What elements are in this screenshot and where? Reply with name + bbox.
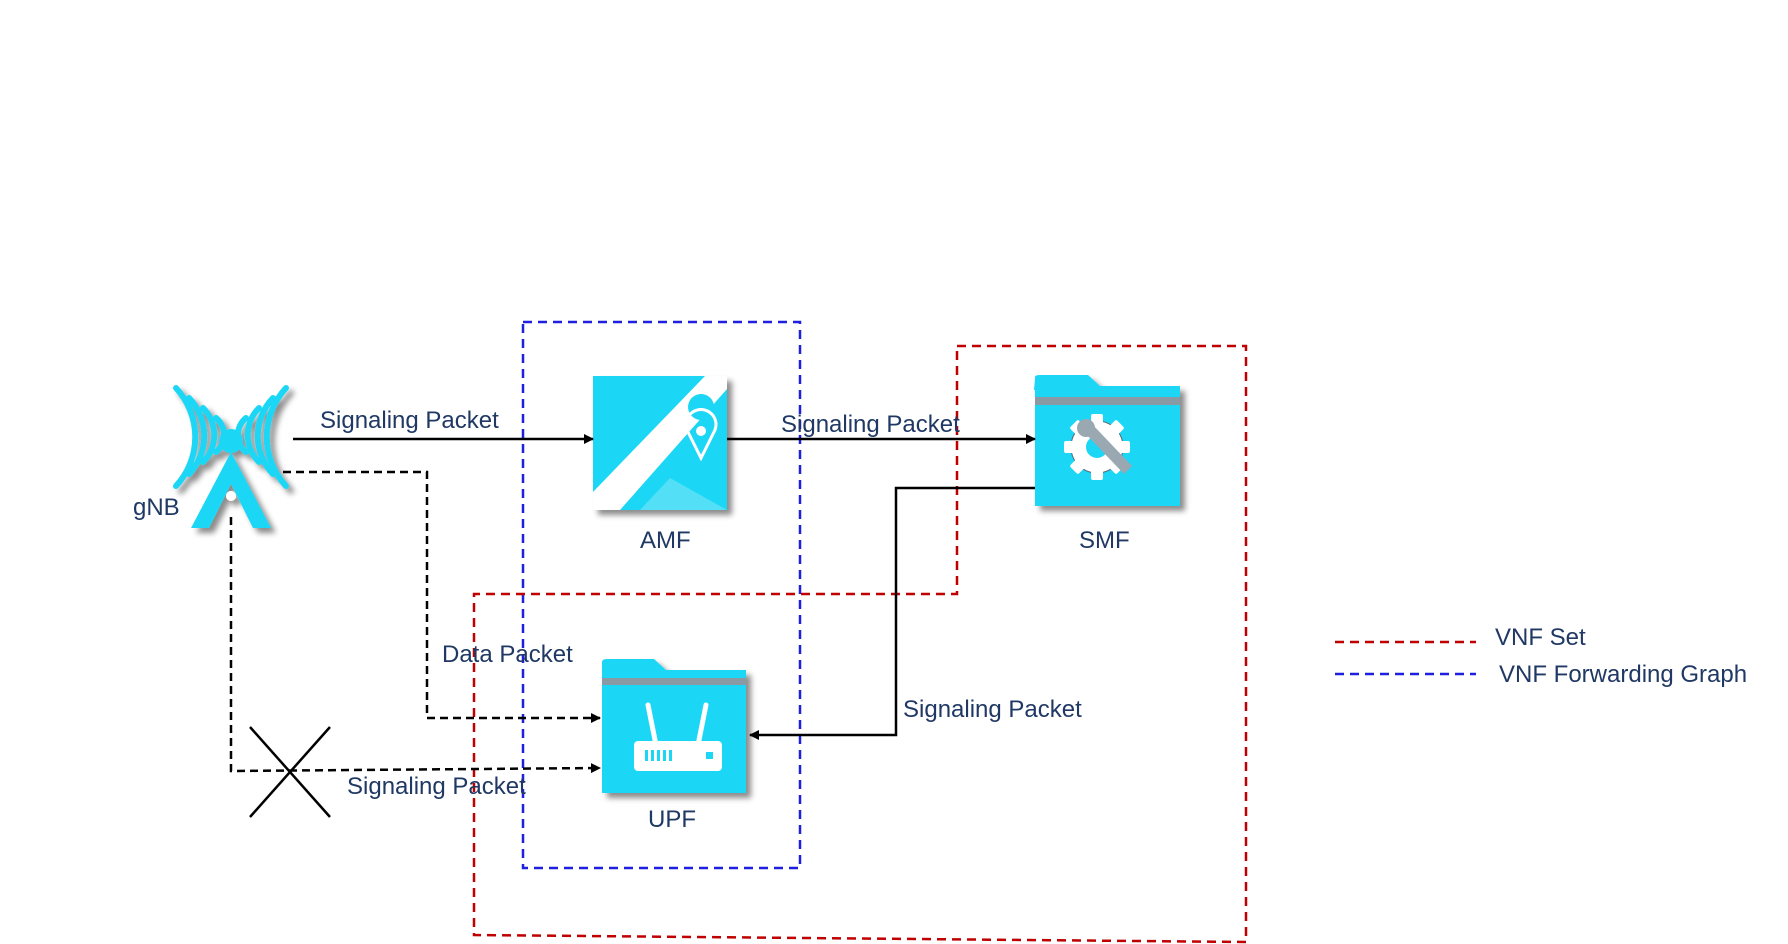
edge-gnb-upf-data — [283, 470, 601, 723]
amf-label: AMF — [640, 527, 691, 554]
gear-wrench-folder-icon — [1034, 375, 1180, 506]
map-pin-icon — [593, 376, 727, 510]
edge-gnb-upf-signaling-blocked — [229, 517, 601, 774]
edge-gnb-upf-data-label: Data Packet — [442, 641, 573, 668]
edge-amf-smf-label: Signaling Packet — [781, 411, 960, 438]
router-folder-icon — [602, 659, 746, 793]
legend-vnf-forwarding-graph-label: VNF Forwarding Graph — [1499, 661, 1747, 688]
edge-gnb-upf-signaling-blocked-label: Signaling Packet — [347, 773, 526, 800]
legend: VNF Set VNF Forwarding Graph — [1335, 624, 1747, 688]
edge-gnb-amf-label: Signaling Packet — [320, 407, 499, 434]
smf-label: SMF — [1079, 527, 1130, 554]
edge-smf-upf — [749, 486, 1035, 740]
vnf-set-boundary — [472, 344, 1248, 944]
blocked-x-icon — [249, 726, 331, 818]
gnb-label: gNB — [133, 494, 180, 521]
upf-label: UPF — [648, 806, 696, 833]
cell-tower-icon — [173, 385, 289, 528]
legend-vnf-set-label: VNF Set — [1495, 624, 1586, 651]
edge-smf-upf-label: Signaling Packet — [903, 696, 1082, 723]
